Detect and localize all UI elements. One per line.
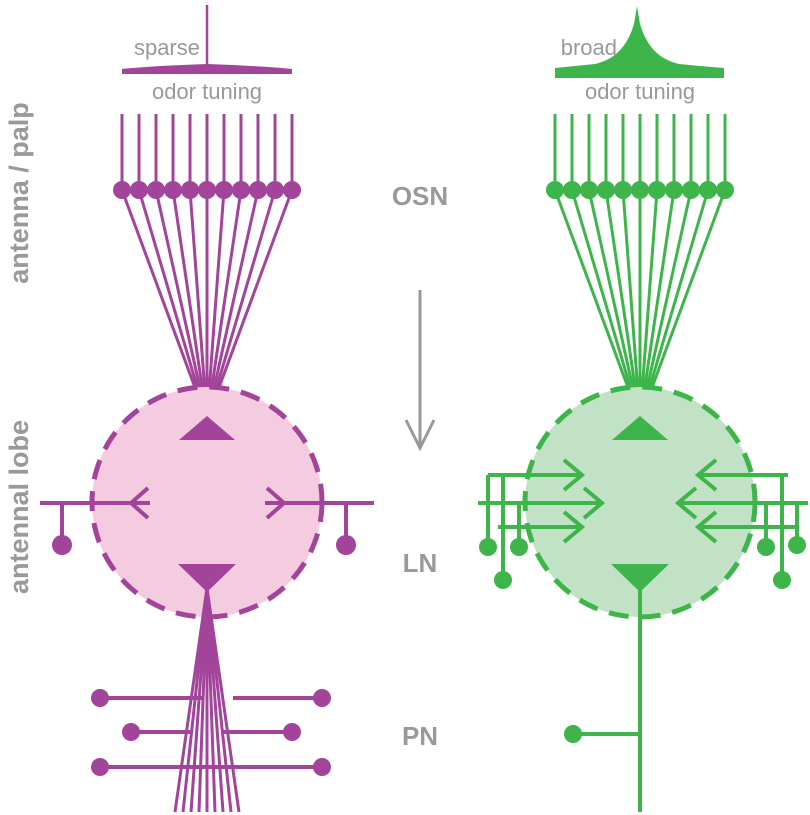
stage-label-pn: PN	[402, 721, 438, 751]
sparse-tuning-word: sparse	[134, 35, 200, 60]
sparse-osn-terminal	[179, 416, 235, 440]
osn-axon	[205, 189, 226, 421]
osn-soma	[631, 181, 649, 199]
osn-axon	[638, 189, 710, 421]
broad-tuning-word: broad	[561, 35, 617, 60]
osn-axon	[154, 189, 209, 421]
osn-soma	[682, 181, 700, 199]
osn-soma	[648, 181, 666, 199]
osn-soma	[130, 181, 148, 199]
broad-local-neurons-left	[478, 458, 606, 589]
osn-soma	[215, 181, 233, 199]
sparse-pn-dendrite	[178, 564, 236, 592]
broad-pn-dendrite	[611, 564, 669, 592]
sparse-tuning-curve	[122, 5, 292, 74]
osn-axon	[570, 189, 642, 421]
osn-axon	[638, 189, 676, 421]
sparse-local-neuron-left	[40, 486, 150, 555]
broad-local-neurons-right	[674, 458, 808, 589]
broad-osn-array	[546, 114, 734, 421]
sparse-osn-array	[113, 114, 301, 421]
osn-axon	[638, 189, 693, 421]
sparse-tuning-caption: odor tuning	[152, 79, 262, 104]
osn-soma	[249, 181, 267, 199]
osn-soma	[181, 181, 199, 199]
broad-tuning-curve	[555, 6, 724, 78]
pn-axon	[205, 587, 241, 813]
broad-panel: broad odor tuning	[478, 6, 808, 812]
osn-soma	[563, 181, 581, 199]
osn-soma	[266, 181, 284, 199]
osn-axon	[604, 189, 642, 421]
osn-soma	[546, 181, 564, 199]
osn-axon	[621, 189, 642, 421]
osn-soma	[580, 181, 598, 199]
side-label-antennal-lobe: antennal lobe	[4, 420, 34, 594]
osn-soma	[113, 181, 131, 199]
osn-soma	[665, 181, 683, 199]
sparse-local-neuron-right	[265, 486, 374, 555]
stage-label-osn: OSN	[392, 181, 448, 211]
sparse-pn-branches	[91, 689, 331, 776]
osn-soma	[232, 181, 250, 199]
side-label-antenna-palp: antenna / palp	[4, 102, 34, 284]
osn-axon	[205, 189, 294, 421]
broad-osn-terminal	[612, 416, 668, 440]
osn-soma	[283, 181, 301, 199]
osn-soma	[699, 181, 717, 199]
osn-axon	[638, 189, 659, 421]
osn-axon	[120, 189, 209, 421]
osn-soma	[147, 181, 165, 199]
osn-soma	[597, 181, 615, 199]
osn-soma	[198, 181, 216, 199]
osn-axon	[188, 189, 209, 421]
osn-axon	[205, 189, 260, 421]
osn-axon	[638, 189, 727, 421]
osn-axon	[205, 189, 277, 421]
stage-label-ln: LN	[403, 548, 438, 578]
osn-soma	[164, 181, 182, 199]
osn-soma	[614, 181, 632, 199]
osn-soma	[716, 181, 734, 199]
broad-tuning-caption: odor tuning	[585, 79, 695, 104]
osn-axon	[171, 189, 209, 421]
osn-axon	[137, 189, 209, 421]
broad-pn-output	[564, 588, 642, 812]
sparse-panel: sparse odor tuning	[40, 5, 374, 813]
osn-axon	[205, 189, 243, 421]
osn-axon	[553, 189, 642, 421]
down-arrow-icon	[404, 290, 436, 452]
osn-axon	[587, 189, 642, 421]
